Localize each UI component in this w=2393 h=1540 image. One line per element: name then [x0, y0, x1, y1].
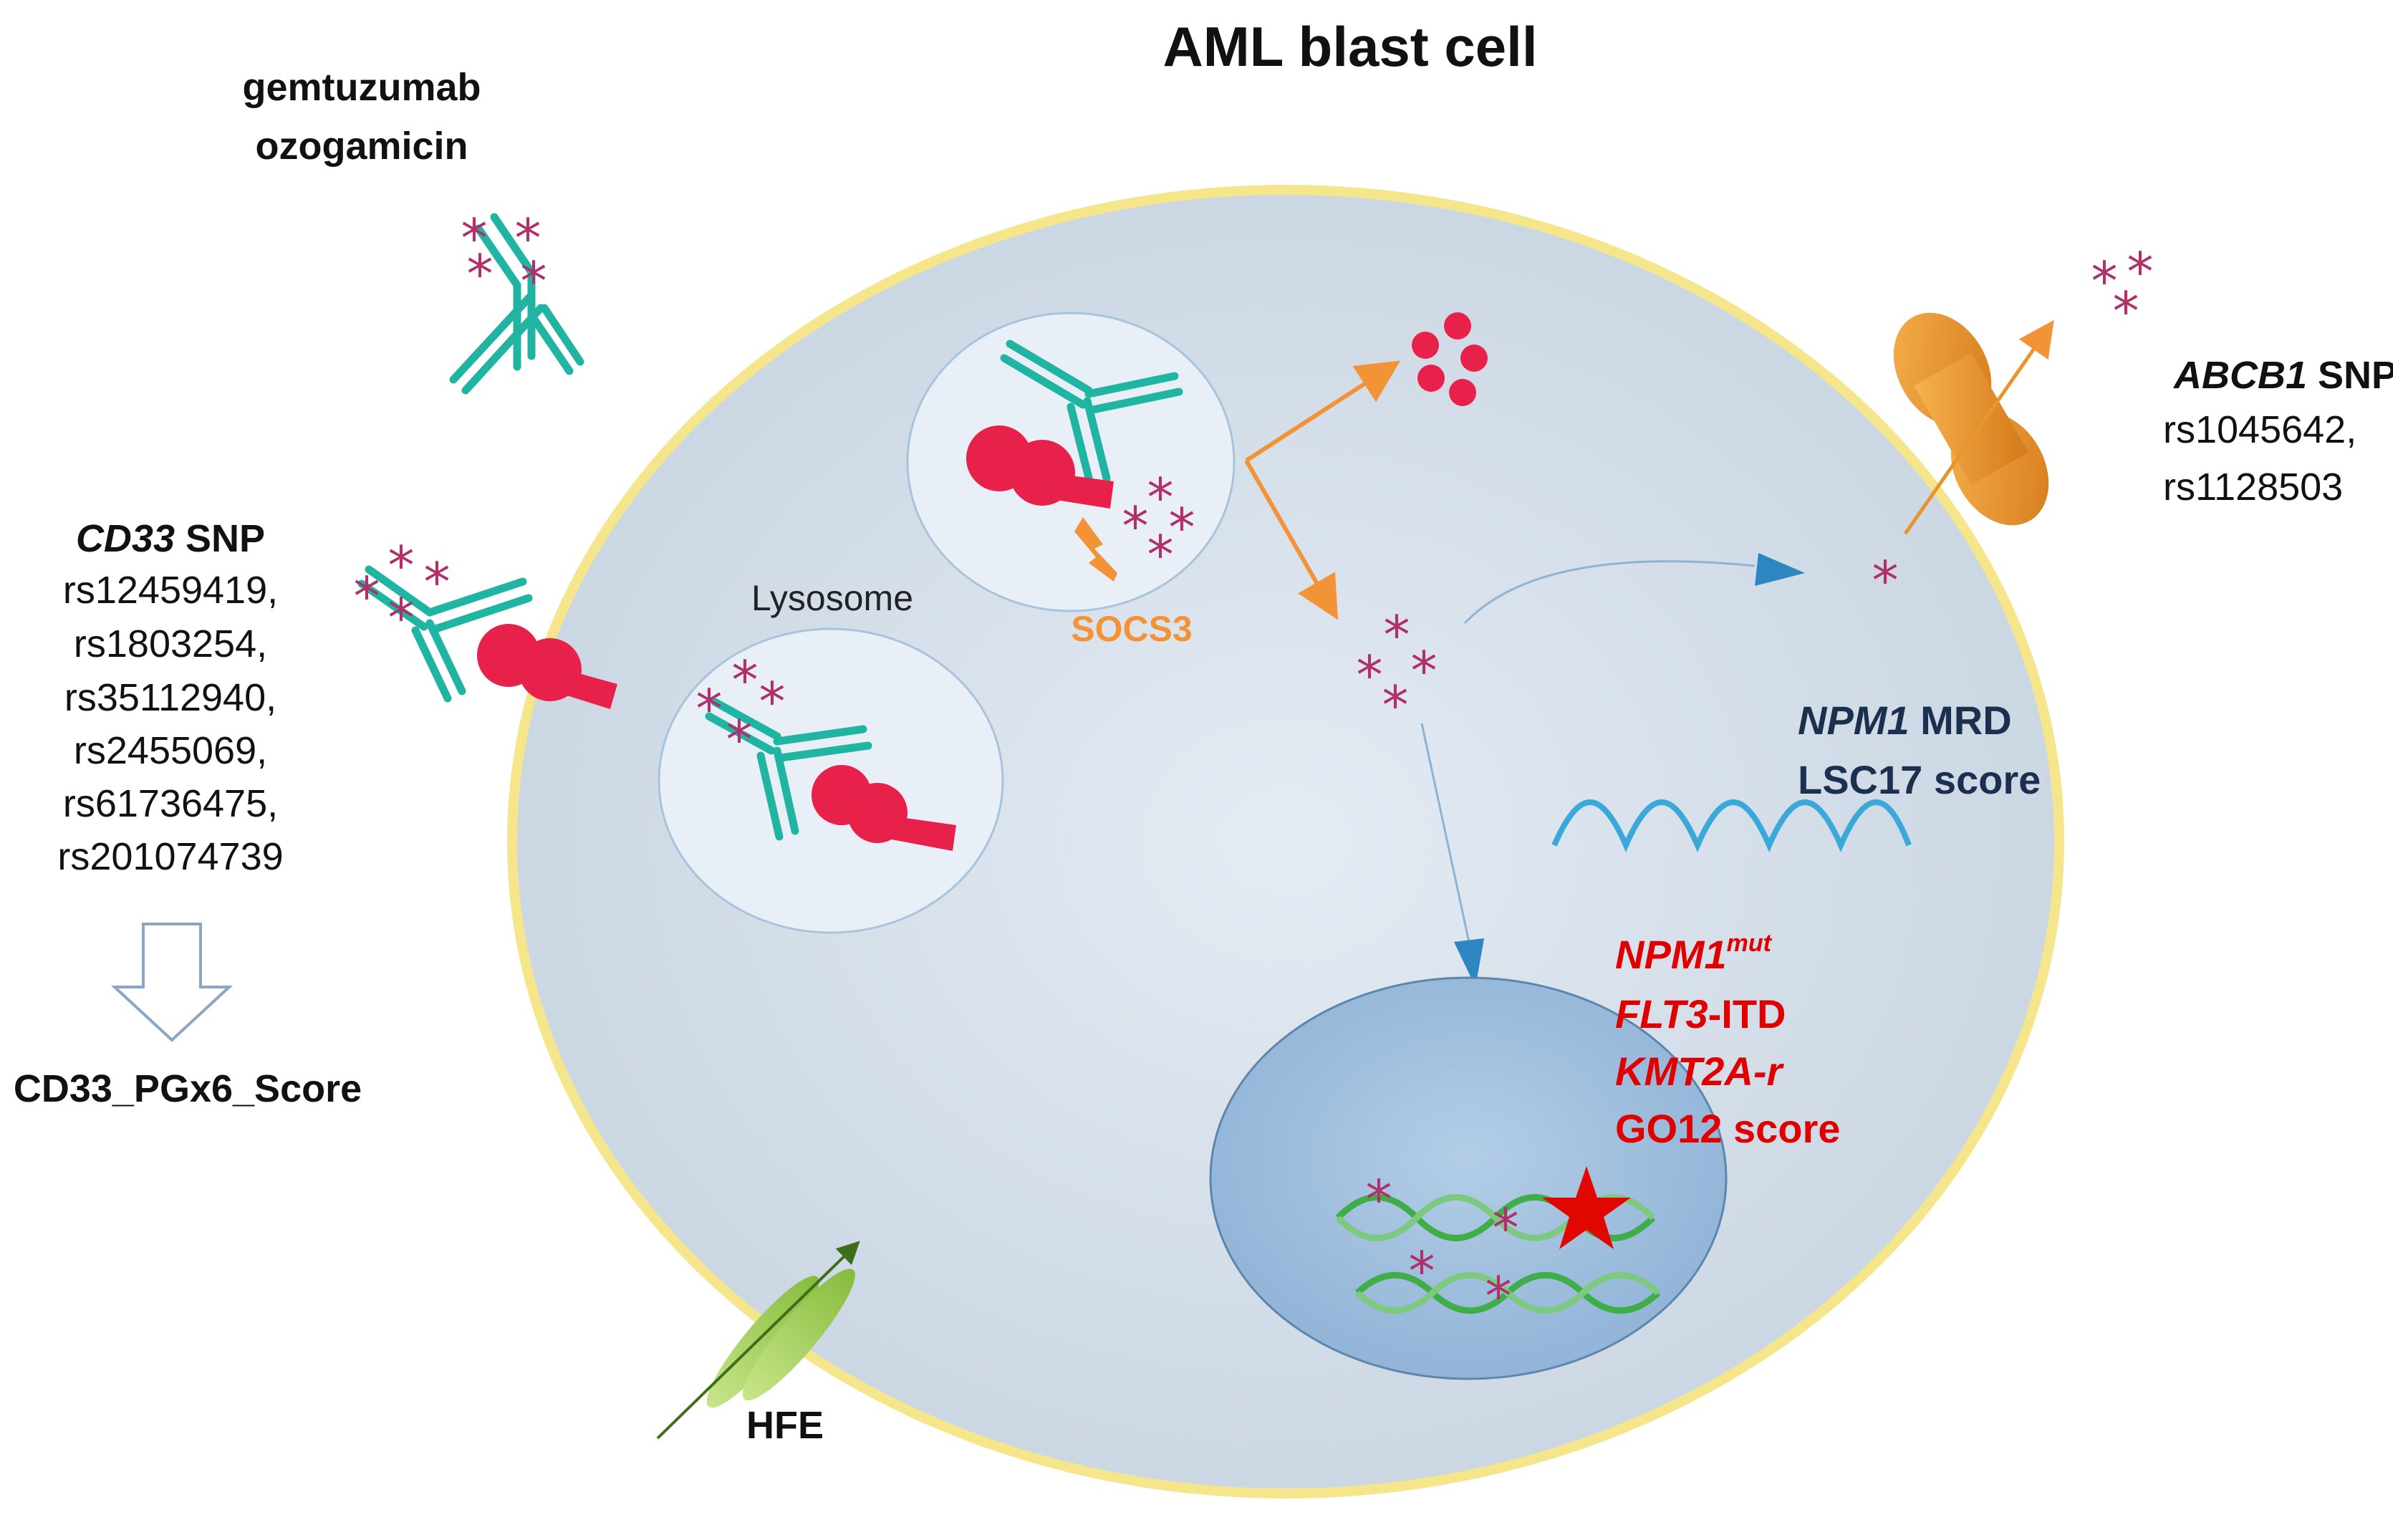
- npm1-gene-blue: NPM1: [1798, 698, 1910, 743]
- nucleus: [1209, 976, 1728, 1380]
- abcb1-snp-heading: ABCB1 SNP: [2172, 354, 2393, 397]
- svg-text:*: *: [515, 208, 541, 269]
- svg-text:*: *: [1382, 675, 1409, 736]
- abcb1-efflux-arrow: [1903, 319, 2054, 535]
- lysosome-label: Lysosome: [751, 578, 913, 618]
- svg-text:*: *: [1147, 524, 1174, 586]
- svg-text:*: *: [2113, 281, 2139, 342]
- npm1-mut-superscript: mut: [1727, 930, 1773, 957]
- cd33-pgx6-score: CD33_PGx6_Score: [14, 1067, 362, 1110]
- efflux-drug-asterisks: * * * *: [1872, 241, 2154, 612]
- endosome-drug-asterisks: * * * *: [1122, 467, 1195, 586]
- drug-name-line2: ozogamicin: [255, 125, 468, 168]
- svg-text:*: *: [1486, 1266, 1512, 1327]
- itd-suffix: -ITD: [1708, 991, 1786, 1036]
- endosome-receptor-icon: [966, 425, 1114, 509]
- abcb1-snp-suffix: SNP: [2307, 354, 2393, 397]
- svg-text:*: *: [461, 208, 488, 269]
- lysosome-antibody-icon: [705, 698, 872, 841]
- cd33-receptor-icon: [477, 624, 617, 709]
- socs3-label: SOCS3: [1071, 609, 1193, 649]
- abcb1-snp-1: rs1045642,: [2163, 408, 2356, 451]
- drug-name-line1: gemtuzumab: [242, 66, 481, 109]
- cd33-snp-3: rs35112940,: [64, 676, 276, 719]
- svg-text:*: *: [2091, 251, 2118, 312]
- socs3-lightning-icon: [1074, 517, 1117, 582]
- lsc17-score-label: LSC17 score: [1798, 757, 2041, 802]
- svg-text:*: *: [732, 650, 759, 711]
- hfe-label: HFE: [746, 1404, 824, 1447]
- svg-text:*: *: [1147, 467, 1174, 529]
- cd33-snp-suffix: SNP: [175, 517, 265, 560]
- npm1-gene-red: NPM1: [1615, 932, 1727, 977]
- degraded-antibody-dots: [1412, 312, 1488, 406]
- kmt2a-label: KMT2A-r: [1615, 1049, 1785, 1094]
- svg-text:*: *: [1409, 1241, 1435, 1302]
- svg-text:*: *: [424, 552, 451, 613]
- blue-nucleus-arrow: [1420, 723, 1471, 946]
- cd33-snp-6: rs201074739: [57, 835, 283, 878]
- blue-efflux-arrow: [1463, 560, 1756, 625]
- svg-text:*: *: [1366, 1169, 1392, 1231]
- npm1-mut-label: NPM1mut: [1615, 930, 1773, 977]
- endosome-antibody-icon: [1000, 340, 1183, 488]
- free-antibody-icon: [449, 213, 584, 395]
- svg-text:*: *: [388, 535, 415, 597]
- svg-text:*: *: [467, 244, 493, 305]
- svg-text:*: *: [1169, 497, 1195, 559]
- free-drug-asterisks: * * * *: [1357, 605, 1438, 736]
- blue-arrowhead-icon: [1755, 553, 1805, 586]
- free-antibody-drug-asterisks: * * * *: [461, 208, 547, 312]
- flt3-gene: FLT3: [1615, 991, 1708, 1036]
- membrane-antibody-icon: [357, 565, 533, 703]
- mrd-suffix: MRD: [1910, 698, 2012, 743]
- cd33-gene-name: CD33: [76, 517, 175, 560]
- cd33-snp-4: rs2455069,: [74, 729, 267, 772]
- page-title: AML blast cell: [1162, 15, 1537, 78]
- down-arrow-icon: [110, 923, 233, 1042]
- svg-text:*: *: [388, 587, 415, 649]
- svg-text:*: *: [1411, 640, 1438, 702]
- flt3-itd-label: FLT3-ITD: [1615, 991, 1786, 1036]
- rna-wave-icon: [1551, 799, 1912, 852]
- svg-text:*: *: [521, 251, 547, 312]
- cd33-snp-2: rs1803254,: [74, 622, 267, 665]
- svg-text:*: *: [726, 709, 753, 771]
- lysosome-drug-asterisks: * * * *: [696, 650, 786, 771]
- abcb1-snp-2: rs1128503: [2163, 466, 2343, 509]
- go12-score-label: GO12 score: [1615, 1106, 1840, 1151]
- svg-text:*: *: [354, 566, 380, 627]
- abcb1-transporter-icon: [1893, 312, 2049, 526]
- dna-bound-drug-asterisks: * * * *: [1366, 1169, 1519, 1327]
- cd33-snp-5: rs61736475,: [63, 782, 278, 825]
- npm1-mrd-label: NPM1 MRD: [1798, 698, 2012, 743]
- blue-nucleus-arrowhead-icon: [1454, 938, 1484, 987]
- svg-text:*: *: [1357, 645, 1383, 706]
- svg-text:*: *: [1493, 1198, 1519, 1259]
- svg-text:*: *: [2127, 241, 2154, 303]
- svg-text:*: *: [1384, 605, 1410, 666]
- cd33-snp-heading: CD33 SNP: [76, 517, 265, 560]
- svg-text:*: *: [1122, 496, 1149, 557]
- abcb1-gene-name: ABCB1: [2172, 354, 2307, 397]
- svg-text:*: *: [759, 671, 786, 733]
- orange-release-arrows: [1244, 360, 1401, 620]
- membrane-antibody-drug-asterisks: * * * *: [354, 535, 451, 649]
- cd33-snp-1: rs12459419,: [63, 569, 278, 612]
- svg-text:*: *: [696, 678, 723, 740]
- mutation-star-icon: [1542, 1166, 1631, 1249]
- dna-icon-2: [1354, 1271, 1661, 1314]
- svg-text:*: *: [1872, 550, 1899, 612]
- lysosome-receptor-icon: [812, 765, 956, 851]
- hfe-arrow: [656, 1241, 860, 1440]
